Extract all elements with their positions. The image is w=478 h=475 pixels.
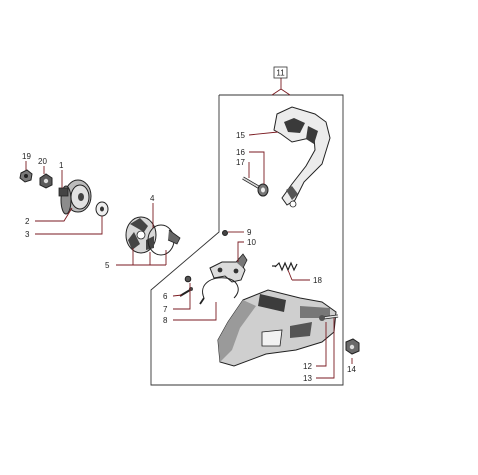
part-3-washer [95, 201, 109, 217]
part-2-clutch-drum [58, 179, 92, 215]
callout-3: 3 [25, 230, 30, 239]
callout-19: 19 [22, 152, 31, 161]
callout-13: 13 [303, 374, 312, 383]
callout-7: 7 [163, 305, 168, 314]
callout-14: 14 [347, 365, 356, 374]
callout-10: 10 [247, 238, 256, 247]
callout-8: 8 [163, 316, 168, 325]
callout-6: 6 [163, 292, 168, 301]
part-7-screw [184, 275, 192, 283]
callout-5: 5 [105, 261, 110, 270]
callout-11: 11 [276, 69, 285, 78]
part-15-hand-guard [273, 106, 331, 208]
callout-4: 4 [150, 194, 155, 203]
part-18-spring [272, 261, 298, 272]
callout-box-11 [273, 66, 288, 79]
part-16-bolt [242, 176, 261, 190]
part-17-sleeve [257, 183, 269, 197]
part-20-washer [39, 173, 53, 189]
part-5-clutch [125, 216, 157, 254]
part-9-screw [222, 230, 228, 236]
part-13-sprocket-cover [217, 289, 337, 367]
callout-16: 16 [236, 148, 245, 157]
callout-2: 2 [25, 217, 30, 226]
part-4-clutch-spring [147, 224, 181, 256]
part-14-nut [345, 338, 360, 355]
part-10-bracket [209, 253, 248, 283]
callout-20: 20 [38, 157, 47, 166]
part-12-bolt [319, 314, 339, 321]
leader-lines [25, 78, 353, 379]
assembly-frame-11 [150, 78, 344, 386]
callout-9: 9 [247, 228, 252, 237]
callout-17: 17 [236, 158, 245, 167]
callout-1: 1 [59, 161, 64, 170]
callout-18: 18 [313, 276, 322, 285]
callout-12: 12 [303, 362, 312, 371]
callout-15: 15 [236, 131, 245, 140]
part-19-nut [19, 169, 33, 183]
part-8-brake-band [199, 277, 239, 305]
